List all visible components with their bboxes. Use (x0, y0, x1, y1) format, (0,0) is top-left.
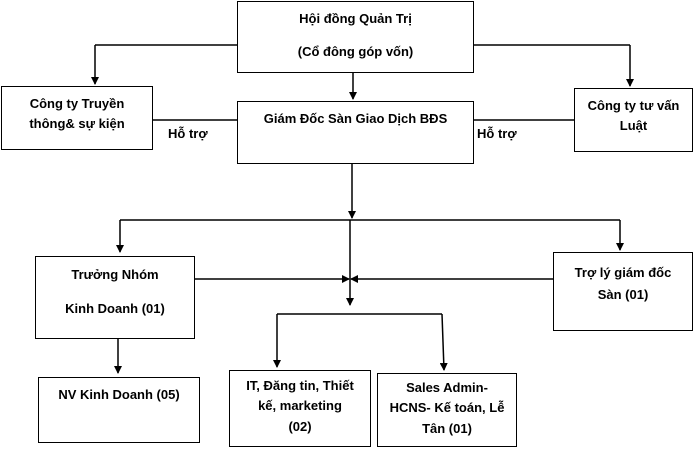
sales-admin-box: Sales Admin- HCNS- Kế toán, Lễ Tân (01) (377, 373, 517, 447)
assistant-box: Trợ lý giám đốc Sàn (01) (553, 252, 693, 331)
it-marketing-line2: kế, marketing (258, 398, 342, 414)
sales-lead-box: Trưởng Nhóm Kinh Doanh (01) (35, 256, 195, 339)
legal-company-line2: Luật (619, 118, 648, 134)
sales-staff-box: NV Kinh Doanh (05) (38, 377, 200, 443)
director-box: Giám Đốc Sàn Giao Dịch BĐS (237, 101, 474, 164)
director-title: Giám Đốc Sàn Giao Dịch BĐS (263, 111, 448, 126)
board-subtitle: (Cổ đông góp vốn) (297, 44, 414, 60)
arrow-to-sales-admin (439, 313, 448, 371)
media-company-box: Công ty Truyền thông& sự kiện (1, 86, 153, 150)
it-marketing-box: IT, Đăng tin, Thiết kế, marketing (02) (229, 370, 371, 447)
assistant-line1: Trợ lý giám đốc (574, 265, 672, 280)
board-box: Hội đồng Quản Trị (Cổ đông góp vốn) (237, 1, 474, 73)
sales-admin-line2: HCNS- Kế toán, Lễ (389, 400, 505, 416)
it-marketing-line1: IT, Đăng tin, Thiết (246, 378, 354, 393)
legal-company-box: Công ty tư vấn Luật (574, 88, 693, 152)
sales-admin-line3: Tân (01) (422, 420, 472, 436)
support-label-left: Hỗ trợ (168, 126, 208, 141)
assistant-line2: Sàn (01) (597, 287, 649, 303)
sales-staff-label: NV Kinh Doanh (05) (58, 387, 180, 402)
legal-company-line1: Công ty tư vấn (587, 98, 680, 113)
media-company-line2: thông& sự kiện (29, 116, 125, 132)
sales-admin-line1: Sales Admin- (406, 380, 488, 395)
media-company-line1: Công ty Truyền (29, 96, 125, 111)
support-label-right: Hỗ trợ (477, 126, 517, 141)
board-title: Hội đồng Quản Trị (299, 11, 412, 26)
sales-lead-line2: Kinh Doanh (01) (65, 301, 165, 317)
sales-lead-line1: Trưởng Nhóm (71, 267, 159, 282)
it-marketing-line3: (02) (288, 418, 312, 434)
